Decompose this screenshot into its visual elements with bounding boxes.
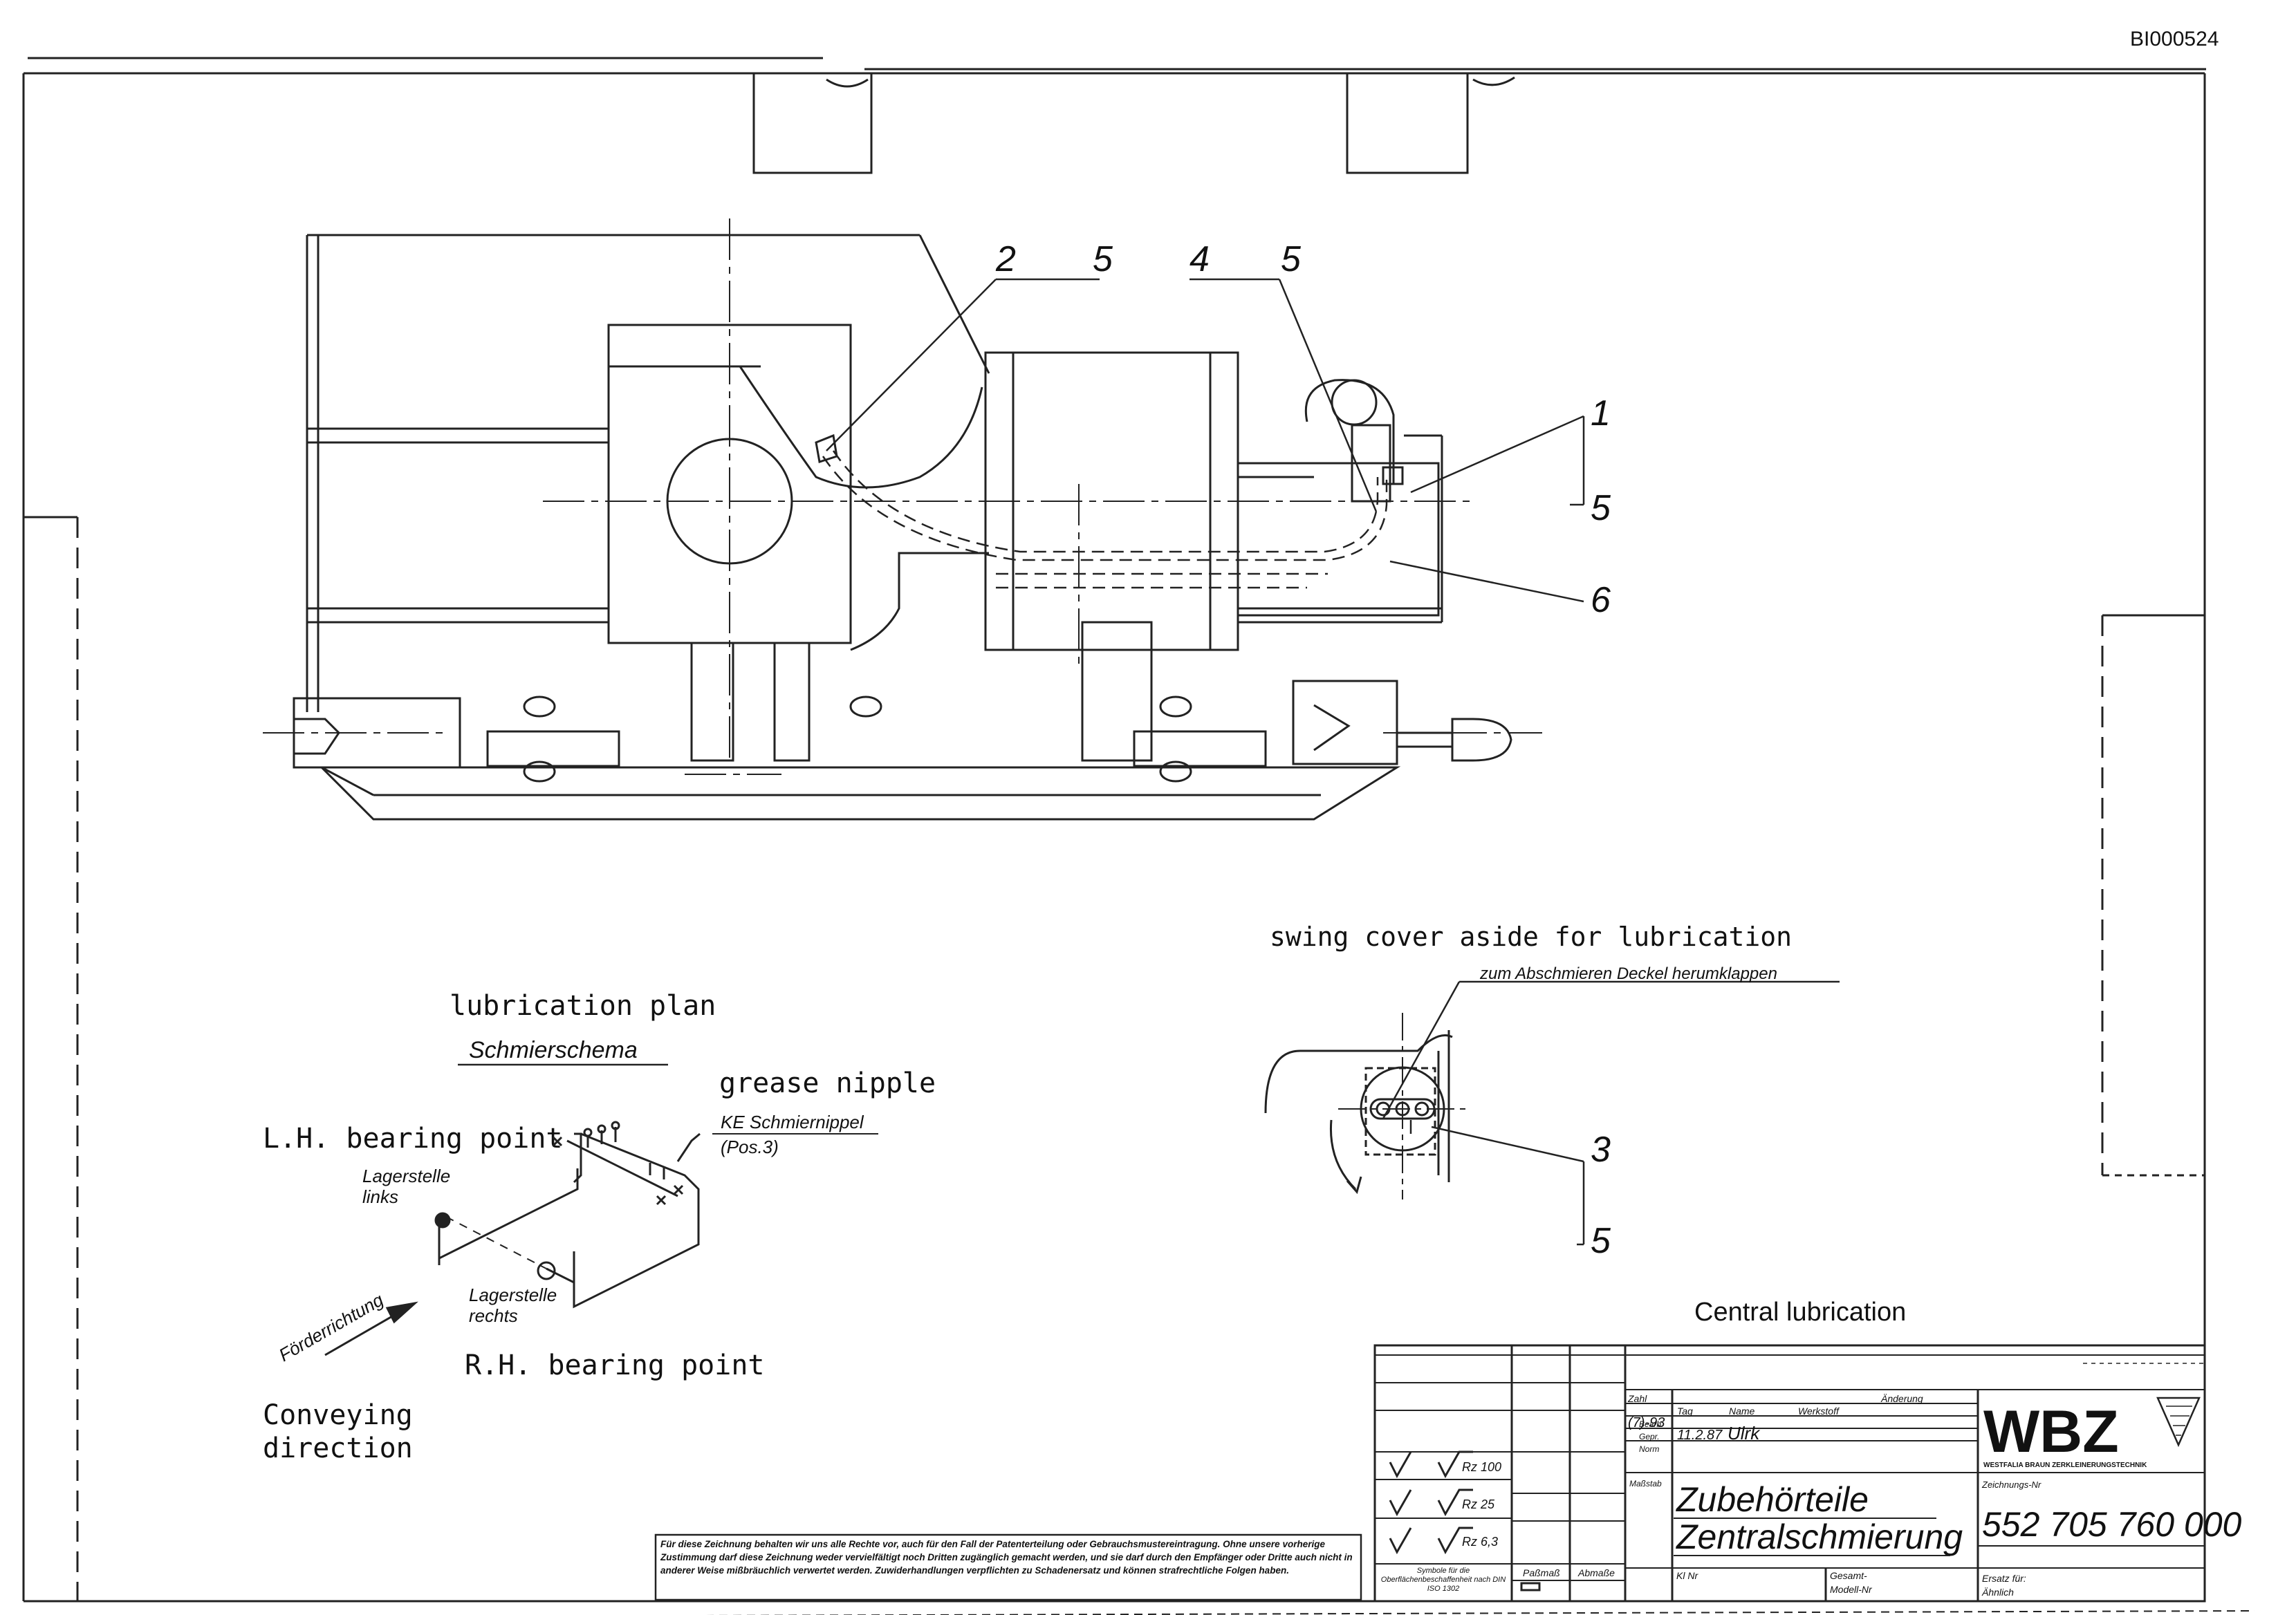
swing-cover-detail <box>1264 1013 1466 1199</box>
conveying-direction-label-de: Förderrichtung <box>275 1289 387 1365</box>
tb-aehnlich: Ähnlich <box>1981 1587 2014 1598</box>
title-block <box>1373 1344 2206 1603</box>
callout-3: 3 <box>1591 1130 1611 1170</box>
tb-masstab: Maßstab <box>1629 1479 1662 1488</box>
tb-symbols-note: Symbole für die Oberflächenbeschaffenhei… <box>1380 1567 1506 1593</box>
tb-rz1: Rz 100 <box>1462 1460 1501 1474</box>
tb-aenderung: Änderung <box>1880 1393 1923 1404</box>
callout-4: 4 <box>1189 239 1210 279</box>
tb-date: 11.2.87 <box>1677 1428 1723 1443</box>
rh-bearing-label-de-1: Lagerstelle <box>469 1285 557 1305</box>
copyright-box <box>654 1533 1362 1601</box>
tb-rev: (7)-93 <box>1628 1415 1665 1430</box>
lh-bearing-label-de-1: Lagerstelle <box>362 1166 450 1186</box>
tb-gesamt: Gesamt- <box>1830 1570 1867 1581</box>
tb-drawing-number: 552 705 760 000 <box>1982 1505 2242 1544</box>
tb-title-line2: Zentralschmierung <box>1676 1518 1963 1556</box>
swing-cover-label-en: swing cover aside for lubrication <box>1270 922 1792 952</box>
lubrication-schematic <box>324 1121 701 1356</box>
tb-tag: Tag <box>1677 1406 1693 1417</box>
tb-name-hdr: Name <box>1729 1406 1755 1417</box>
tb-title-line1: Zubehörteile <box>1676 1480 1869 1519</box>
conveying-direction-label-en-2: direction <box>263 1432 413 1464</box>
callout-1: 1 <box>1591 393 1611 433</box>
callout-5d: 5 <box>1591 1221 1611 1261</box>
tb-passmass: Paßmaß <box>1523 1567 1560 1578</box>
tb-rz2: Rz 25 <box>1462 1497 1495 1511</box>
callout-2: 2 <box>995 239 1016 279</box>
callout-5b: 5 <box>1281 239 1302 279</box>
title-block-text: Zahl Änderung (7)-93 Tag Name Werkstoff … <box>1462 1393 2242 1598</box>
tb-ersatz: Ersatz für: <box>1982 1573 2026 1584</box>
swing-cover-label-de: zum Abschmieren Deckel herumklappen <box>1479 964 1777 983</box>
callout-numbers: 2 5 4 5 1 5 6 3 5 <box>995 239 1611 1261</box>
grease-nipple-pos: (Pos.3) <box>721 1137 779 1157</box>
tb-kl-nr: Kl Nr <box>1676 1570 1698 1581</box>
tb-norm: Norm <box>1639 1444 1659 1454</box>
machine-assembly-view <box>263 218 1542 821</box>
conveying-direction-label-en-1: Conveying <box>263 1399 413 1431</box>
callout-leaders <box>826 278 1840 1246</box>
lubrication-plan-title-de: Schmierschema <box>469 1037 638 1063</box>
rh-bearing-label-en: R.H. bearing point <box>465 1350 764 1381</box>
tb-abmasse: Abmaße <box>1577 1567 1615 1578</box>
tb-werkstoff: Werkstoff <box>1798 1406 1840 1417</box>
callout-5a: 5 <box>1093 239 1113 279</box>
sheet-border <box>22 57 2255 1615</box>
central-lubrication-title: Central lubrication <box>1694 1298 1906 1327</box>
tb-modell-nr: Modell-Nr <box>1830 1584 1873 1595</box>
lh-bearing-label-en: L.H. bearing point <box>263 1123 562 1155</box>
callout-6: 6 <box>1591 580 1611 620</box>
tb-gepr: Gepr. <box>1639 1432 1660 1441</box>
tb-bearb: Bearb. <box>1639 1419 1663 1429</box>
document-id: BI000524 <box>2130 28 2219 50</box>
lh-bearing-label-de-2: links <box>362 1186 398 1207</box>
company-logo: WBZ <box>1983 1399 2119 1465</box>
grease-nipple-label-de: KE Schmiernippel <box>721 1112 864 1132</box>
copyright-note: Für diese Zeichnung behalten wir uns all… <box>660 1539 1353 1576</box>
tb-zeichnungs-nr-hdr: Zeichnungs-Nr <box>1981 1479 2042 1490</box>
grease-nipple-label-en: grease nipple <box>719 1067 936 1099</box>
company-name: WESTFALIA BRAUN ZERKLEINERUNGSTECHNIK <box>1983 1462 2147 1469</box>
tb-zahl: Zahl <box>1627 1393 1647 1404</box>
rh-bearing-label-de-2: rechts <box>469 1305 518 1326</box>
tb-rz3: Rz 6,3 <box>1462 1535 1498 1549</box>
lubrication-plan-title-en: lubrication plan <box>450 990 716 1022</box>
callout-5c: 5 <box>1591 488 1611 528</box>
tb-drawn-by: Ulrk <box>1728 1423 1761 1444</box>
